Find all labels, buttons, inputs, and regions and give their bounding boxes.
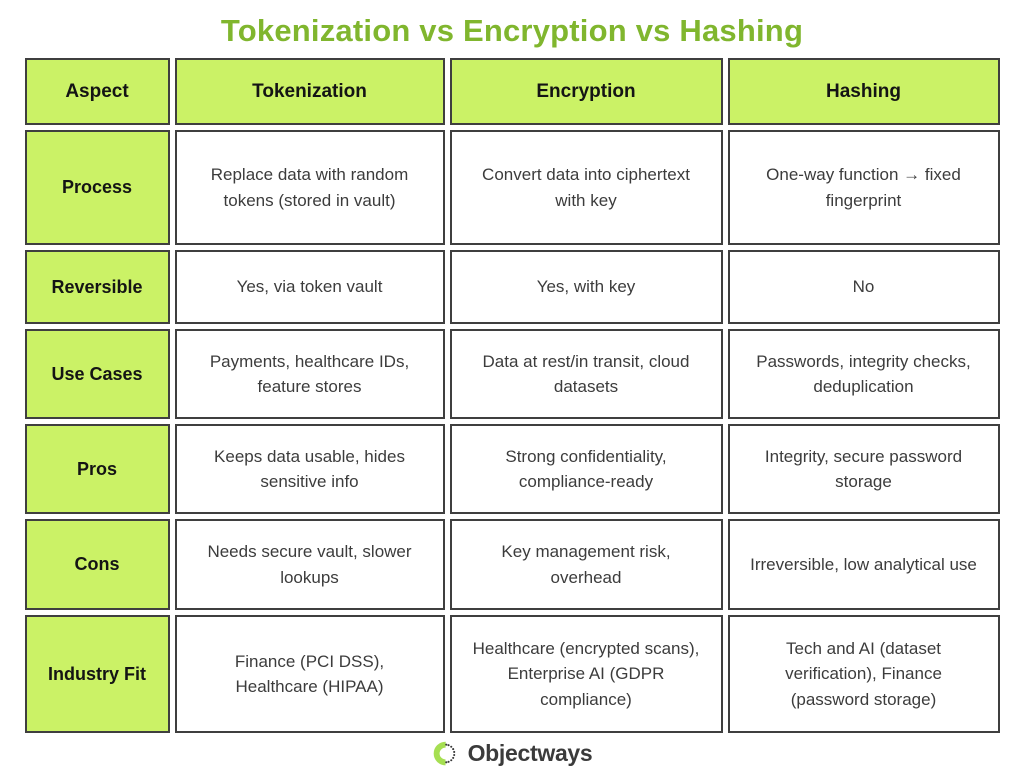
objectways-logo-icon [432, 740, 459, 767]
table-cell-industry-fit-hashing: Tech and AI (dataset verification), Fina… [727, 615, 1000, 733]
table-cell-reversible-tokenization: Yes, via token vault [174, 250, 445, 324]
table-cell-process-tokenization: Replace data with random tokens (stored … [174, 130, 445, 245]
table-cell-pros-encryption: Strong confidentiality, compliance-ready [449, 424, 723, 514]
brand-name: Objectways [467, 740, 593, 766]
column-header-aspect: Aspect [24, 58, 170, 125]
row-label-reversible: Reversible [24, 250, 170, 324]
table-cell-process-hashing: One-way function → fixed fingerprint [727, 130, 1000, 245]
row-label-use-cases: Use Cases [24, 329, 170, 419]
table-cell-industry-fit-encryption: Healthcare (encrypted scans), Enterprise… [449, 615, 723, 733]
column-header-tokenization: Tokenization [174, 58, 445, 125]
row-label-cons: Cons [24, 519, 170, 610]
row-label-process: Process [24, 130, 170, 245]
table-cell-use-cases-tokenization: Payments, healthcare IDs, feature stores [174, 329, 445, 419]
table-cell-reversible-hashing: No [727, 250, 1000, 324]
table-cell-reversible-encryption: Yes, with key [449, 250, 723, 324]
table-cell-pros-tokenization: Keeps data usable, hides sensitive info [174, 424, 445, 514]
page-title: Tokenization vs Encryption vs Hashing [220, 13, 804, 48]
column-header-hashing: Hashing [727, 58, 1000, 125]
table-cell-use-cases-encryption: Data at rest/in transit, cloud datasets [449, 329, 723, 419]
table-cell-pros-hashing: Integrity, secure password storage [727, 424, 1000, 514]
table-cell-cons-encryption: Key management risk, overhead [449, 519, 723, 610]
row-label-industry-fit: Industry Fit [24, 615, 170, 733]
column-header-encryption: Encryption [449, 58, 723, 125]
table-cell-process-encryption: Convert data into ciphertext with key [449, 130, 723, 245]
row-label-pros: Pros [24, 424, 170, 514]
table-cell-cons-tokenization: Needs secure vault, slower lookups [174, 519, 445, 610]
table-cell-use-cases-hashing: Passwords, integrity checks, deduplicati… [727, 329, 1000, 419]
table-cell-cons-hashing: Irreversible, low analytical use [727, 519, 1000, 610]
comparison-table: Aspect Tokenization Encryption Hashing P… [24, 58, 1000, 733]
table-cell-industry-fit-tokenization: Finance (PCI DSS), Healthcare (HIPAA) [174, 615, 445, 733]
brand-footer: Objectways [0, 740, 1024, 767]
